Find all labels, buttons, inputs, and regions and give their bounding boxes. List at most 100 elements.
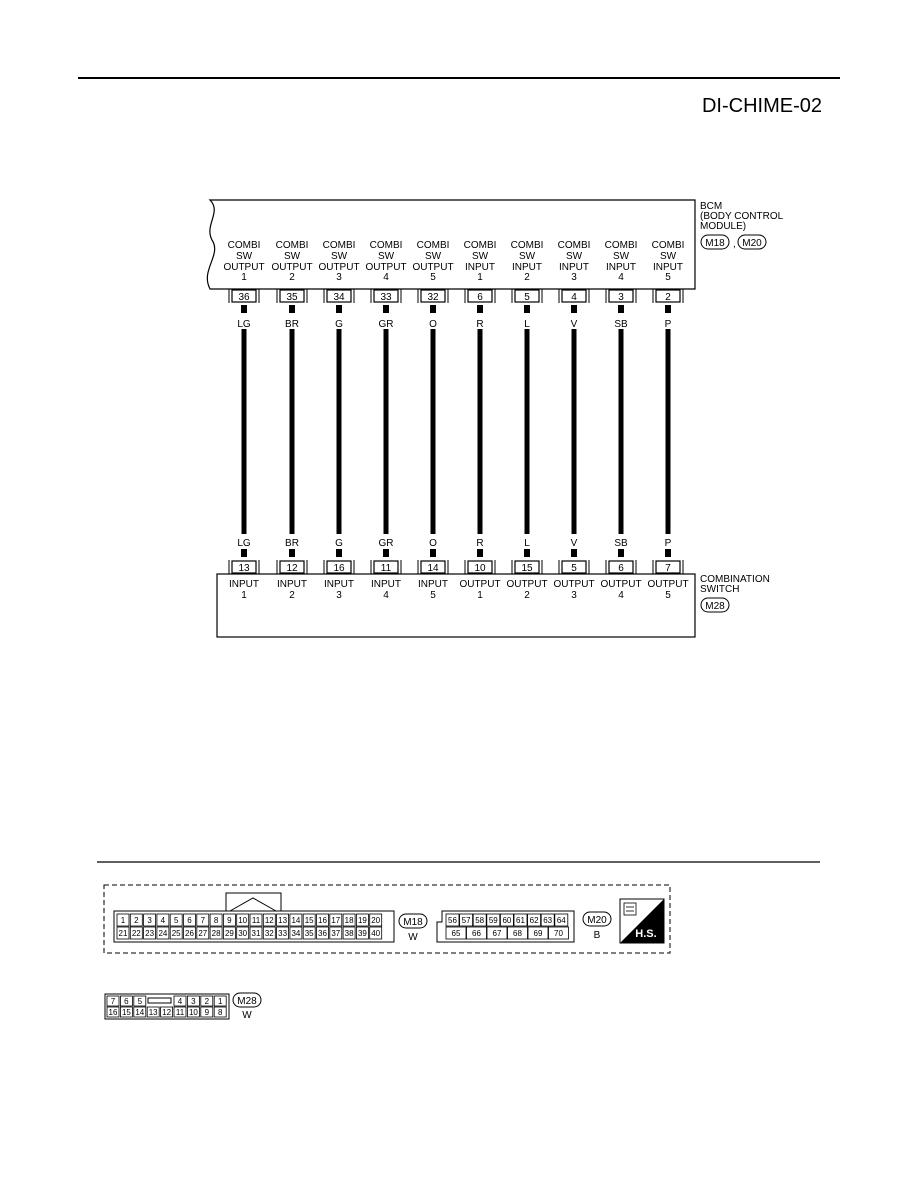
bcm-wire-color: R <box>476 319 483 330</box>
m28-cavity <box>133 1006 147 1018</box>
bcm-wire-color: G <box>335 319 343 330</box>
connector-views-box <box>103 884 671 954</box>
m28-tag: M28 <box>232 992 262 1008</box>
switch-pin-label-line1: OUTPUT <box>600 579 641 590</box>
m20-cavity-label: 65 <box>452 929 461 938</box>
m28-cavity <box>213 1006 227 1018</box>
switch-terminal: 14 <box>417 560 449 574</box>
switch-terminal: 10 <box>464 560 496 574</box>
bcm-pin-label-line2: SW <box>519 251 536 262</box>
m20-cavity <box>486 926 508 940</box>
bcm-terminal: 33 <box>370 289 402 303</box>
switch-pin-label-line2: 5 <box>665 590 671 601</box>
switch-pin-label-line2: 2 <box>289 590 295 601</box>
m18-cavity <box>329 926 343 940</box>
m18-cavity <box>355 913 369 927</box>
m20-cavity-label: 57 <box>462 916 471 925</box>
bcm-pin-label-line2: SW <box>566 251 583 262</box>
m18-cavity <box>249 926 263 940</box>
bcm-terminal-label: 6 <box>477 292 483 303</box>
m18-cavity <box>369 926 383 940</box>
wire-stub <box>241 549 247 557</box>
switch-pin-label-line1: INPUT <box>371 579 401 590</box>
switch-wire-color: GR <box>379 538 394 549</box>
m20-cavity-label: 68 <box>513 929 522 938</box>
bcm-terminal: 5 <box>511 289 543 303</box>
m28-cavity <box>146 1006 160 1018</box>
m18-cavity-label: 40 <box>371 929 380 938</box>
bcm-pin-label-line3: INPUT <box>559 262 589 273</box>
m28-cavity <box>200 1006 214 1018</box>
switch-terminal: 7 <box>652 560 684 574</box>
m28-cavity <box>106 995 120 1007</box>
m18-cavity <box>129 913 143 927</box>
bcm-pin-label-line4: 1 <box>477 272 483 283</box>
m28-cavity-label: 12 <box>162 1008 171 1017</box>
m18-cavity <box>183 926 196 940</box>
m18-cavity <box>302 913 316 927</box>
m18-cavity-label: 26 <box>185 929 194 938</box>
m18-cavity <box>209 913 223 927</box>
m18-cavity-label: 22 <box>132 929 141 938</box>
m28-cavity-label: 5 <box>138 997 143 1006</box>
m28-cavity-label: 13 <box>149 1008 158 1017</box>
bcm-terminal: 2 <box>652 289 684 303</box>
m18-cavity <box>116 913 130 927</box>
m20-cavity-label: 67 <box>493 929 502 938</box>
m18-cavity <box>262 926 276 940</box>
m28-cavity-label: 9 <box>205 1008 210 1017</box>
svg-text:M28: M28 <box>705 601 725 612</box>
wire-stub <box>289 305 295 313</box>
bcm-pin-label-line3: INPUT <box>465 262 495 273</box>
m18-cavity-label: 37 <box>331 929 340 938</box>
switch-pin-label-line2: 1 <box>241 590 247 601</box>
switch-terminal: 12 <box>276 560 308 574</box>
m20-cavity-label: 58 <box>475 916 484 925</box>
m20-cavity <box>459 913 474 927</box>
switch-pin-label-line2: 3 <box>571 590 577 601</box>
combination-switch-box <box>216 573 696 638</box>
m18-cavity-label: 16 <box>318 916 327 925</box>
switch-terminal-label: 14 <box>427 563 439 574</box>
m18-cavity <box>143 913 157 927</box>
m20-cavity <box>540 913 555 927</box>
bcm-wire-color: V <box>571 319 578 330</box>
bcm-terminal-label: 4 <box>571 292 577 303</box>
wire-stub <box>571 549 577 557</box>
m20-color: B <box>594 930 601 941</box>
m18-cavity-label: 11 <box>252 916 261 925</box>
switch-terminal-label: 11 <box>381 563 392 574</box>
m18-cavity <box>196 926 210 940</box>
bcm-connector-separator: , <box>733 239 736 250</box>
m18-cavity <box>143 926 157 940</box>
m18-cavity-label: 18 <box>345 916 354 925</box>
bcm-desc-line1: (BODY CONTROL <box>700 211 784 222</box>
m18-cavity-label: 28 <box>212 929 221 938</box>
bcm-terminal: 6 <box>464 289 496 303</box>
m20-cavity <box>507 926 528 940</box>
m18-cavity <box>183 913 196 927</box>
m28-cavity <box>213 995 227 1007</box>
switch-terminal-label: 15 <box>521 563 533 574</box>
m18-cavity-label: 24 <box>158 929 167 938</box>
m18-cavity <box>222 926 236 940</box>
m18-cavity-label: 6 <box>187 916 192 925</box>
m18-cavity-label: 4 <box>161 916 166 925</box>
bcm-terminal-label: 3 <box>618 292 624 303</box>
m18-cavity <box>316 926 329 940</box>
m18-cavity-label: 27 <box>198 929 207 938</box>
m18-cavity-label: 2 <box>134 916 139 925</box>
wire-stub <box>383 305 389 313</box>
wire-stub <box>618 305 624 313</box>
m18-cavity <box>289 926 303 940</box>
switch-wire-color: SB <box>614 538 628 549</box>
m18-cavity <box>129 926 143 940</box>
switch-wire-color: V <box>571 538 578 549</box>
m18-cavity <box>116 926 130 940</box>
bcm-pin-label-line1: COMBI <box>417 240 450 251</box>
m20-cavity-label: 61 <box>516 916 525 925</box>
wire-stub <box>665 549 671 557</box>
combination-switch-name-line1: COMBINATION <box>700 574 770 585</box>
bcm-terminal: 36 <box>228 289 260 303</box>
m18-cavity-label: 10 <box>238 916 247 925</box>
